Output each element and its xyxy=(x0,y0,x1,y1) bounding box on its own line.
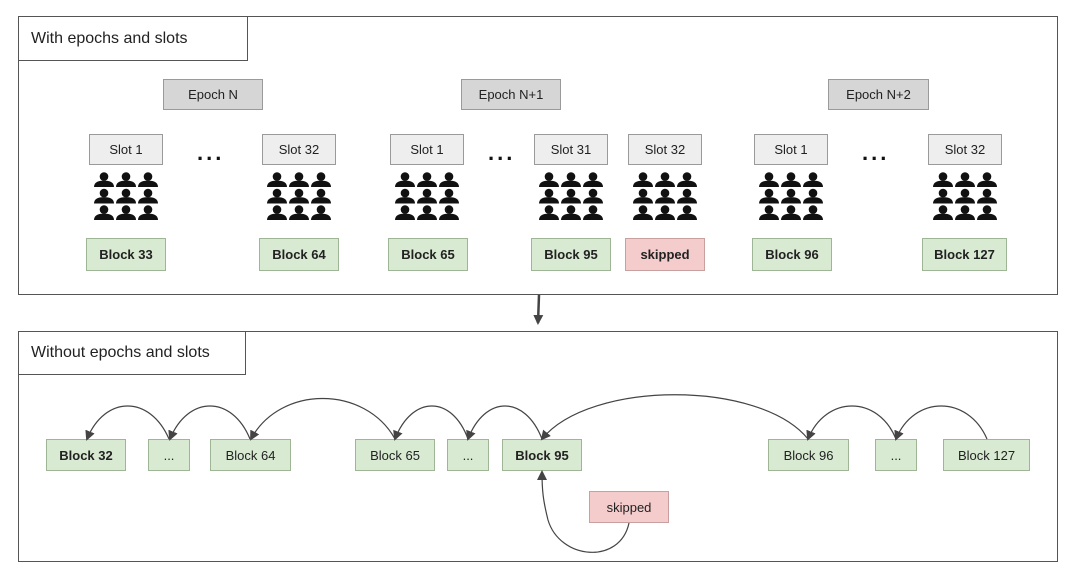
top-panel-title: With epochs and slots xyxy=(18,16,248,61)
link-block127-to-ellipsis3 xyxy=(894,405,988,441)
chain-ellipsis-2: ... xyxy=(447,439,489,471)
block-95: Block 95 xyxy=(531,238,611,271)
epoch-n-plus-1: Epoch N+1 xyxy=(461,79,561,110)
block-65: Block 65 xyxy=(388,238,468,271)
block-96: Block 96 xyxy=(752,238,832,271)
link-ellipsis3-to-block96 xyxy=(806,405,897,441)
ellipsis-epoch-n2: ... xyxy=(862,140,890,165)
slot-32-epoch-n2: Slot 32 xyxy=(928,134,1002,165)
skipped-block: skipped xyxy=(625,238,705,271)
link-block64-to-ellipsis1 xyxy=(168,405,251,441)
link-block95-to-ellipsis2 xyxy=(466,405,543,441)
chain-block-127: Block 127 xyxy=(943,439,1030,471)
ellipsis-epoch-n1: ... xyxy=(488,140,516,165)
chain-block-32: Block 32 xyxy=(46,439,126,471)
bottom-panel-title: Without epochs and slots xyxy=(18,331,246,375)
block-64: Block 64 xyxy=(259,238,339,271)
link-ellipsis1-to-block32 xyxy=(85,405,170,441)
link-ellipsis2-to-block65 xyxy=(393,405,469,441)
link-block65-to-block64 xyxy=(250,398,396,441)
arrow-down-icon xyxy=(533,294,544,325)
link-skipped-to-block95 xyxy=(537,470,630,553)
ellipsis-epoch-n: ... xyxy=(197,140,225,165)
chain-skipped: skipped xyxy=(589,491,669,523)
slot-1-epoch-n1: Slot 1 xyxy=(390,134,464,165)
chain-block-65: Block 65 xyxy=(355,439,435,471)
block-127: Block 127 xyxy=(922,238,1007,271)
slot-31-epoch-n1: Slot 31 xyxy=(534,134,608,165)
block-33: Block 33 xyxy=(86,238,166,271)
chain-block-64: Block 64 xyxy=(210,439,291,471)
slot-32-epoch-n: Slot 32 xyxy=(262,134,336,165)
slot-1-epoch-n: Slot 1 xyxy=(89,134,163,165)
link-block96-to-block95 xyxy=(540,394,809,441)
chain-block-95: Block 95 xyxy=(502,439,582,471)
epoch-n: Epoch N xyxy=(163,79,263,110)
epoch-n-plus-2: Epoch N+2 xyxy=(828,79,929,110)
slot-1-epoch-n2: Slot 1 xyxy=(754,134,828,165)
slot-32-epoch-n1: Slot 32 xyxy=(628,134,702,165)
